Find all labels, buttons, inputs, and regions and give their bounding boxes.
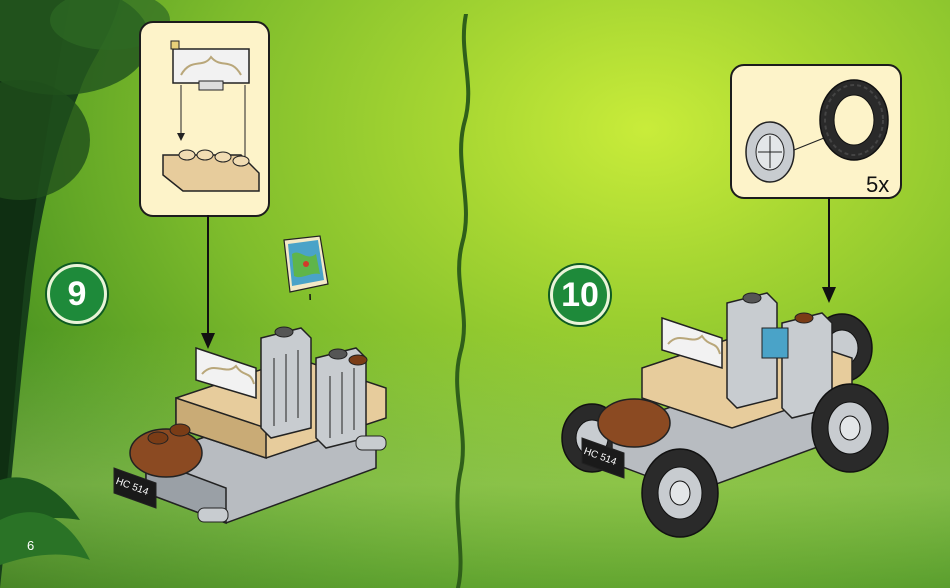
windscreen-assembly-icon [141, 23, 272, 219]
step-9-badge: 9 [47, 264, 107, 324]
wheel-quantity-label: 5x [866, 172, 889, 198]
page-number: 6 [27, 538, 34, 553]
step-10-car-model [552, 288, 892, 538]
step-9-callout [139, 21, 270, 217]
divider-vine [448, 14, 488, 588]
map-tile-icon [282, 234, 330, 300]
step-9-car-model [106, 318, 406, 536]
step-10-callout: 5x [730, 64, 902, 199]
